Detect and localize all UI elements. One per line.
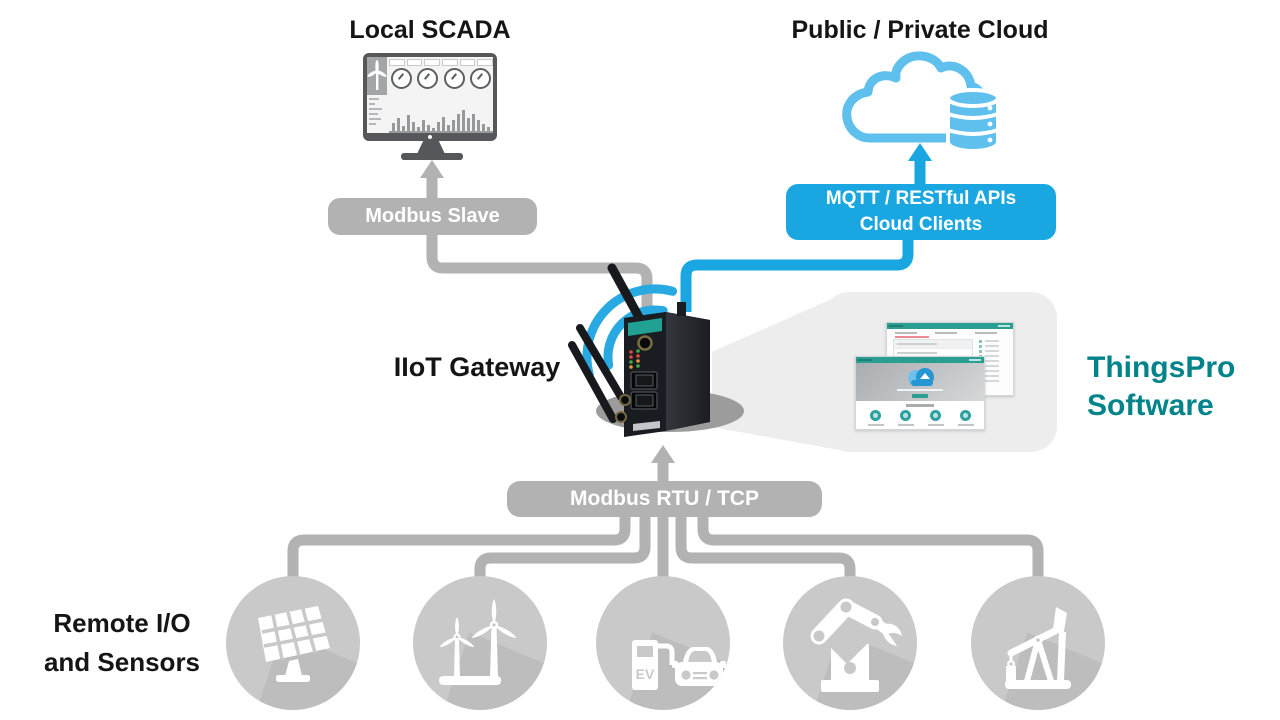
mqtt-label-line1: MQTT / RESTful APIs xyxy=(825,188,1017,209)
key-features-strip xyxy=(856,401,984,429)
scada-bar xyxy=(397,118,400,131)
gauge-icon xyxy=(417,68,439,89)
scada-bar xyxy=(442,117,445,131)
thingspro-home-window xyxy=(855,356,985,430)
remote-io-line2: and Sensors xyxy=(43,647,201,677)
device-circle-wind xyxy=(413,576,547,710)
window-titlebar xyxy=(856,357,984,363)
scada-bar xyxy=(462,110,465,131)
ev-charging-icon: EV xyxy=(632,640,726,690)
thingspro-line2: Software xyxy=(1087,389,1214,422)
scada-bar xyxy=(472,114,475,131)
gateway-label: IIoT Gateway xyxy=(393,352,561,382)
feature-icon xyxy=(870,410,881,421)
scada-bar xyxy=(407,115,410,131)
modbus-rtu-label: Modbus RTU / TCP xyxy=(570,487,759,510)
thingspro-label: ThingsPro Software xyxy=(1087,349,1277,425)
modbus-slave-connector-line xyxy=(426,230,653,316)
modbus-slave-box: Modbus Slave xyxy=(328,198,537,235)
robot-arm-icon xyxy=(810,598,902,692)
modbus-rtu-tcp-box: Modbus RTU / TCP xyxy=(507,481,822,517)
wind-turbine-thumbnail-icon xyxy=(367,57,387,95)
field-device-connector-lines xyxy=(287,512,1044,582)
scada-bar xyxy=(422,120,425,131)
remote-io-line1: Remote I/O xyxy=(53,608,191,638)
mqtt-label-line2: Cloud Clients xyxy=(859,214,983,235)
scada-bar xyxy=(392,123,395,131)
device-circle-robot xyxy=(783,576,917,710)
config-tabs xyxy=(887,329,1013,339)
scada-bar xyxy=(427,125,430,131)
scada-bar xyxy=(417,127,420,131)
hero-button xyxy=(912,394,928,398)
scada-bar xyxy=(447,125,450,131)
scada-bar xyxy=(477,120,480,131)
local-scada-title: Local SCADA xyxy=(349,16,511,44)
scada-bar xyxy=(482,124,485,131)
hero-banner xyxy=(856,363,984,401)
status-leds xyxy=(629,349,640,369)
device-circle-oil xyxy=(971,576,1105,710)
scada-bar xyxy=(412,122,415,131)
cloud-logo-icon xyxy=(908,368,934,386)
modbus-slave-label: Modbus Slave xyxy=(365,205,500,227)
scada-toolbar xyxy=(389,59,494,66)
scada-sidebar xyxy=(367,57,387,133)
thingspro-line1: ThingsPro xyxy=(1087,351,1236,384)
modbus-slave-up-arrow xyxy=(420,160,444,202)
remote-io-label: Remote I/O and Sensors xyxy=(10,604,234,682)
window-controls-icon xyxy=(998,325,1010,327)
scada-bar-chart xyxy=(389,92,493,133)
gauge-icon xyxy=(443,68,465,89)
cellular-iiot-gateway-device xyxy=(568,263,710,437)
scada-gauges xyxy=(389,68,493,89)
scada-main-panel xyxy=(389,57,495,133)
scada-screen xyxy=(367,57,495,133)
cloud-title: Public / Private Cloud xyxy=(791,16,1049,44)
gateway-up-arrow xyxy=(651,445,675,484)
solar-panel-icon xyxy=(258,606,330,682)
feature-icon xyxy=(900,410,911,421)
cloud-up-arrow xyxy=(908,143,932,187)
cloud-connector-line xyxy=(680,236,914,312)
feature-icon xyxy=(960,410,971,421)
scada-sidebar-lines xyxy=(367,95,387,133)
wind-turbines-icon xyxy=(439,599,517,685)
device-circle-solar xyxy=(226,576,360,710)
scada-bar xyxy=(467,118,470,131)
scada-bar xyxy=(452,120,455,131)
monitor-power-led xyxy=(428,135,432,139)
device-circle-ev: EV xyxy=(596,576,730,710)
ethernet-ports xyxy=(630,371,658,410)
window-titlebar xyxy=(887,323,1013,329)
window-controls-icon xyxy=(969,359,981,361)
monitor-stand xyxy=(417,141,445,154)
scada-bar xyxy=(437,122,440,131)
oil-pump-icon xyxy=(1005,607,1071,689)
monitor-stand-base xyxy=(401,153,463,160)
scada-bar xyxy=(457,114,460,131)
scada-bar xyxy=(487,127,490,131)
scada-dashboard-monitor xyxy=(363,53,497,141)
gauge-icon xyxy=(469,68,491,89)
gauge-icon xyxy=(391,68,412,89)
scada-bar xyxy=(432,128,435,131)
feature-icon xyxy=(930,410,941,421)
ev-badge-text: EV xyxy=(636,666,655,682)
scada-bar xyxy=(402,126,405,131)
database-cylinder-icon xyxy=(946,88,1000,154)
spotlight-beam xyxy=(712,293,845,451)
mqtt-cloud-clients-box: MQTT / RESTful APIs Cloud Clients xyxy=(786,184,1056,240)
